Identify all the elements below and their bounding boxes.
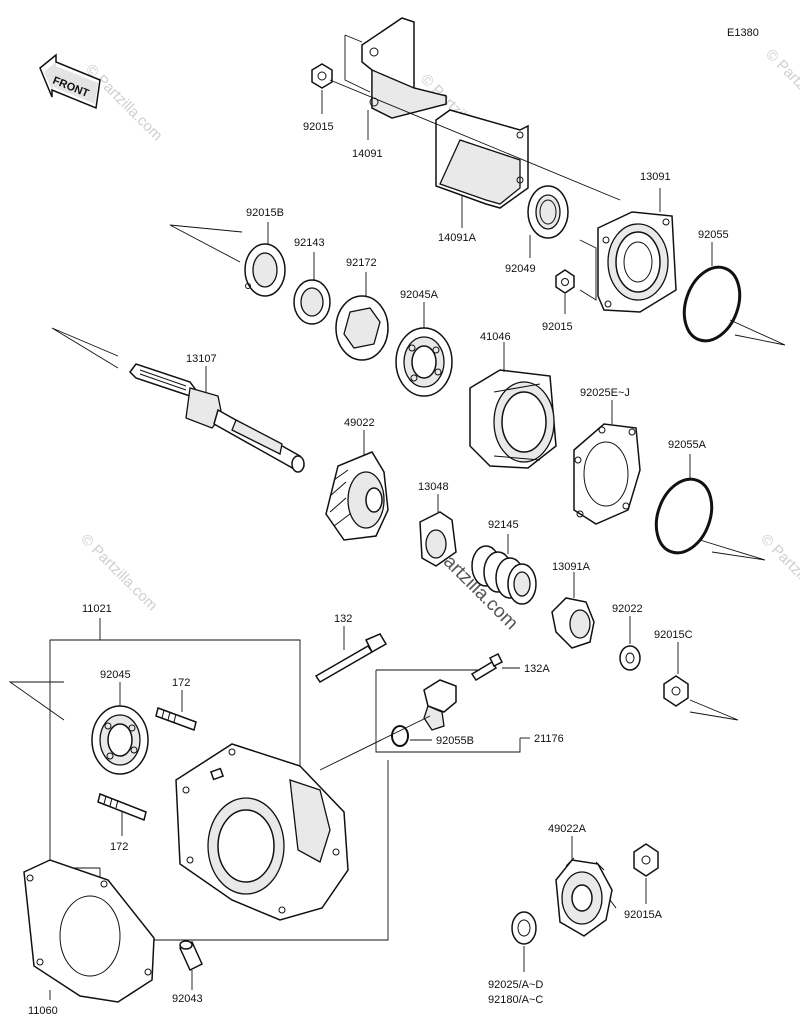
label-21176: 21176 <box>534 733 564 745</box>
label-92055A: 92055A <box>668 439 707 451</box>
bolt-132A <box>470 652 504 682</box>
label-41046: 41046 <box>480 331 511 343</box>
sensor-21176 <box>423 679 457 731</box>
diagram-code: E1380 <box>727 27 759 39</box>
label-49022A: 49022A <box>548 823 587 835</box>
label-14091A: 14091A <box>438 232 477 244</box>
label-92025E-J: 92025E~J <box>580 387 630 399</box>
gear-49022 <box>325 451 389 541</box>
label-92180-A-C: 92180/A~C <box>488 994 543 1006</box>
gasket-92025E-J <box>573 423 641 525</box>
stud-172-upper <box>155 707 197 731</box>
label-13091: 13091 <box>640 171 671 183</box>
bracket-14091A <box>435 109 529 209</box>
watermark-mid-left: © Partzilla.com <box>77 531 160 614</box>
coupling-13048 <box>419 511 457 567</box>
label-92145: 92145 <box>488 519 519 531</box>
shim-92172 <box>335 295 389 361</box>
pin-92043 <box>179 940 203 972</box>
bearing-92045A <box>395 327 453 397</box>
label-132: 132 <box>334 613 352 625</box>
label-14091: 14091 <box>352 148 383 160</box>
nut-92015 <box>311 63 333 89</box>
label-92045A: 92045A <box>400 289 439 301</box>
label-92015: 92015 <box>303 121 334 133</box>
label-132A: 132A <box>524 663 550 675</box>
label-11021: 11021 <box>82 603 112 615</box>
label-92015C: 92015C <box>654 629 693 641</box>
watermark-mid-right: © Partzilla.com <box>757 531 800 614</box>
bolt-132 <box>314 633 388 684</box>
gear-49022A <box>555 857 617 937</box>
o-ring-92055B <box>391 725 409 747</box>
washer-92022 <box>619 645 641 671</box>
label-92055: 92055 <box>698 229 729 241</box>
label-92022: 92022 <box>612 603 643 615</box>
housing-41046 <box>469 369 557 469</box>
nut-92015C <box>663 675 689 707</box>
o-ring-92055 <box>682 265 742 343</box>
label-92043: 92043 <box>172 993 203 1005</box>
label-92025-A-D: 92025/A~D <box>488 979 543 991</box>
label-92049: 92049 <box>505 263 536 275</box>
label-13107: 13107 <box>186 353 217 365</box>
spring-92145 <box>471 545 537 605</box>
bracket-14091 <box>361 17 447 119</box>
gear-case-11021 <box>175 743 349 921</box>
label-13091A: 13091A <box>552 561 591 573</box>
label-172-lower: 172 <box>110 841 128 853</box>
label-172-upper: 172 <box>172 677 190 689</box>
shim-92025-A-D <box>511 911 537 945</box>
label-92045: 92045 <box>100 669 131 681</box>
nut-92015-lower <box>555 269 575 294</box>
shaft-13107 <box>129 363 305 473</box>
label-92143: 92143 <box>294 237 325 249</box>
label-49022: 49022 <box>344 417 375 429</box>
label-92015A: 92015A <box>624 909 663 921</box>
housing-13091 <box>597 211 677 313</box>
collar-92143 <box>293 279 331 325</box>
watermark-right-edge: © Partzilla.com <box>762 46 800 129</box>
label-92172: 92172 <box>346 257 377 269</box>
seal-92049 <box>527 185 569 239</box>
nut-92015A <box>633 843 659 877</box>
label-92015-lower: 92015 <box>542 321 573 333</box>
o-ring-92055A <box>654 477 714 555</box>
nut-92015B <box>244 243 286 297</box>
label-13048: 13048 <box>418 481 449 493</box>
label-11060: 11060 <box>28 1005 58 1017</box>
gasket-11060 <box>23 859 155 1003</box>
label-92055B: 92055B <box>436 735 474 747</box>
bearing-92045 <box>91 705 149 775</box>
label-92015B: 92015B <box>246 207 284 219</box>
stud-172-lower <box>97 792 147 822</box>
collar-13091A <box>551 597 595 649</box>
